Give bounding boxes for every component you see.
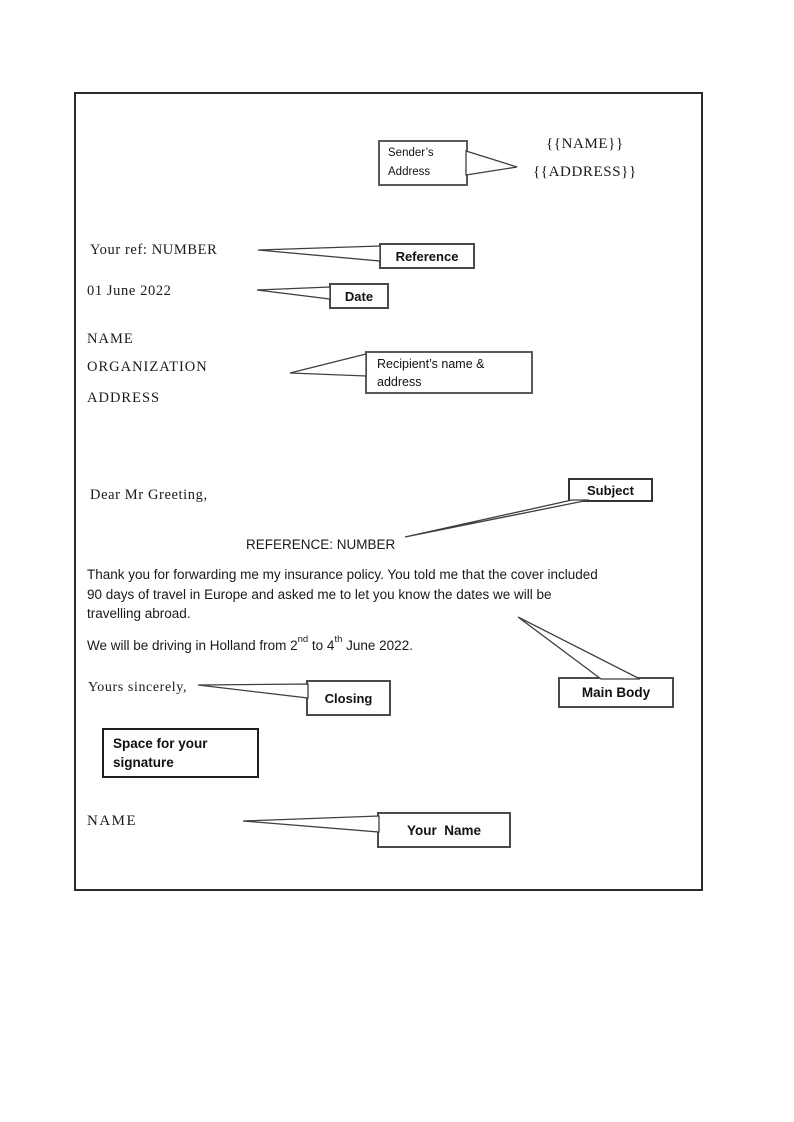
callout-sender-address: Sender’s Address — [378, 140, 468, 186]
sender-name-placeholder: {{NAME}} — [546, 136, 624, 152]
callout-your-name-label: Your Name — [406, 822, 482, 838]
callout-recipient: Recipient’s name & address — [365, 351, 533, 394]
sender-address-placeholder: {{ADDRESS}} — [533, 164, 637, 180]
signature-name-line: NAME — [87, 813, 138, 829]
recipient-address-line: ADDRESS — [87, 390, 161, 406]
body2-superscript-nd: nd — [297, 634, 309, 645]
salutation-line: Dear Mr Greeting, — [90, 487, 208, 503]
body2-suffix: June 2022. — [342, 638, 413, 653]
body-line: 90 days of travel in Europe and asked me… — [87, 586, 552, 602]
body-paragraph-1: Thank you for forwarding me my insurance… — [87, 565, 598, 624]
closing-line: Yours sincerely, — [88, 680, 188, 695]
body-line: travelling abroad. — [87, 606, 191, 621]
recipient-organization-line: ORGANIZATION — [87, 359, 208, 375]
callout-reference-label: Reference — [395, 248, 459, 264]
callout-main-body-label: Main Body — [581, 685, 651, 700]
body-paragraph-2: We will be driving in Holland from 2nd t… — [87, 634, 413, 658]
callout-signature-space: Space for your signature — [102, 728, 259, 778]
callout-signature-space-label-line1: Space for your — [113, 736, 208, 751]
body2-mid: to 4 — [308, 638, 335, 653]
reference-line: Your ref: NUMBER — [90, 242, 218, 258]
callout-subject: Subject — [568, 478, 653, 502]
callout-date: Date — [329, 283, 389, 309]
callout-recipient-label-line2: address — [377, 374, 422, 389]
body2-superscript-th: th — [334, 634, 343, 645]
date-line: 01 June 2022 — [87, 283, 172, 299]
callout-your-name: Your Name — [377, 812, 511, 848]
callout-reference: Reference — [379, 243, 475, 269]
body2-prefix: We will be driving in Holland from 2 — [87, 638, 298, 653]
callout-sender-address-label-line2: Address — [388, 166, 431, 178]
subject-line: REFERENCE: NUMBER — [246, 537, 396, 552]
body-line: Thank you for forwarding me my insurance… — [87, 567, 598, 582]
callout-signature-space-label-line2: signature — [113, 755, 174, 770]
callout-main-body: Main Body — [558, 677, 674, 708]
recipient-name-line: NAME — [87, 331, 134, 347]
callout-subject-label: Subject — [587, 482, 634, 498]
callout-sender-address-label-line1: Sender’s — [388, 147, 434, 159]
callout-closing-label: Closing — [324, 690, 373, 706]
callout-closing: Closing — [306, 680, 391, 716]
callout-recipient-label-line1: Recipient’s name & — [377, 356, 485, 371]
callout-date-label: Date — [344, 288, 374, 304]
